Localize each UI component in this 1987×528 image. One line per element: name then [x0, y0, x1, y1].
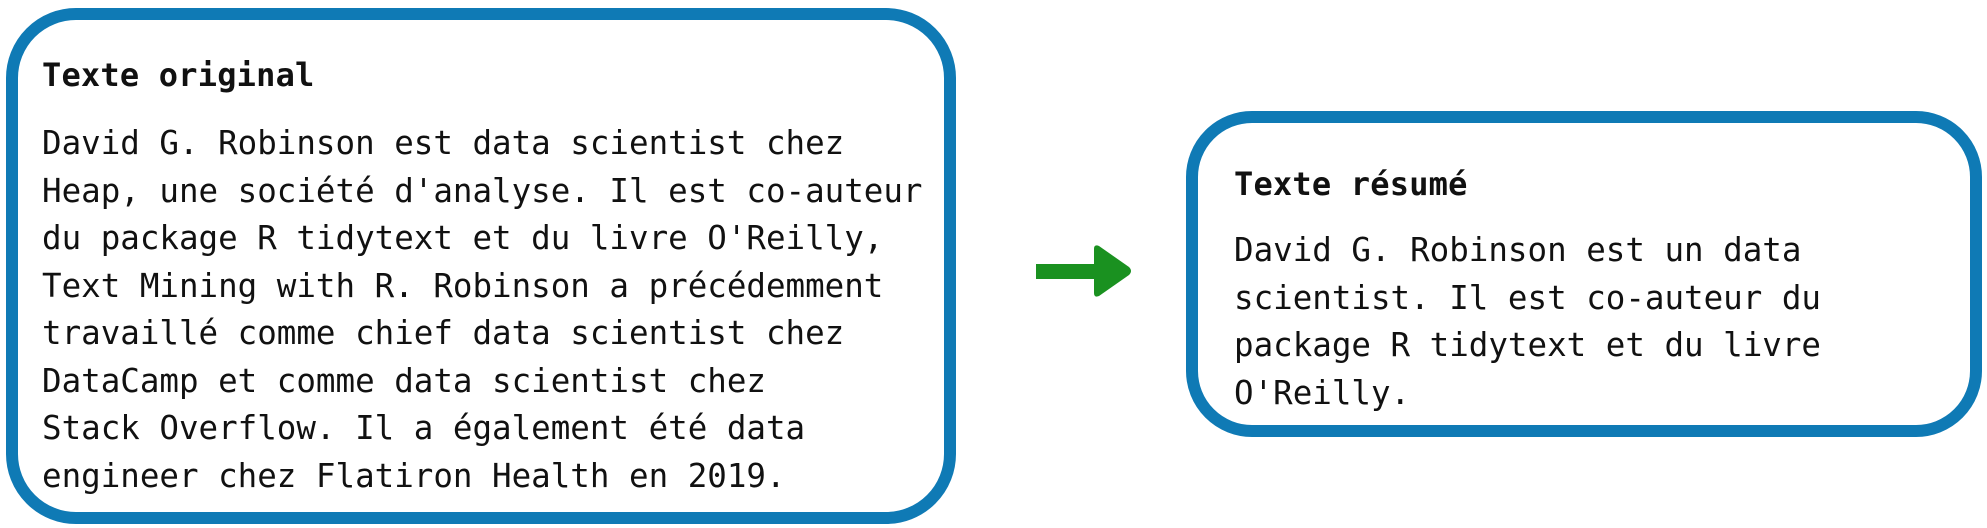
original-text-line: David G. Robinson est data scientist che… [42, 124, 845, 162]
arrow-right-icon [1036, 245, 1131, 297]
original-text-line: engineer chez Flatiron Health en 2019. [42, 456, 786, 495]
original-text-line: travaillé comme chief data scientist che… [42, 314, 845, 352]
original-text-line: DataCamp et comme data scientist chez [42, 361, 766, 400]
summary-text-line: package R tidytext et du livre [1234, 326, 1821, 364]
summary-text-title: Texte résumé [1234, 165, 1468, 203]
original-text-body: David G. Robinson est data scientist che… [42, 120, 923, 500]
summary-text-line: scientist. Il est co-auteur du [1234, 278, 1821, 317]
summary-text-line: David G. Robinson est un data [1234, 231, 1802, 269]
original-text-box: Texte original David G. Robinson est dat… [6, 8, 956, 524]
original-text-title: Texte original [42, 56, 315, 94]
summary-text-box: Texte résumé David G. Robinson est un da… [1186, 111, 1982, 437]
original-text-line: Heap, une société d'analyse. Il est co-a… [42, 171, 923, 210]
summary-text-body: David G. Robinson est un data scientist.… [1234, 227, 1821, 417]
original-text-line: Stack Overflow. Il a également été data [42, 409, 806, 447]
original-text-line: Text Mining with R. Robinson a précédemm… [42, 266, 884, 305]
original-text-line: du package R tidytext et du livre O'Reil… [42, 219, 884, 257]
summary-text-line: O'Reilly. [1234, 373, 1411, 412]
